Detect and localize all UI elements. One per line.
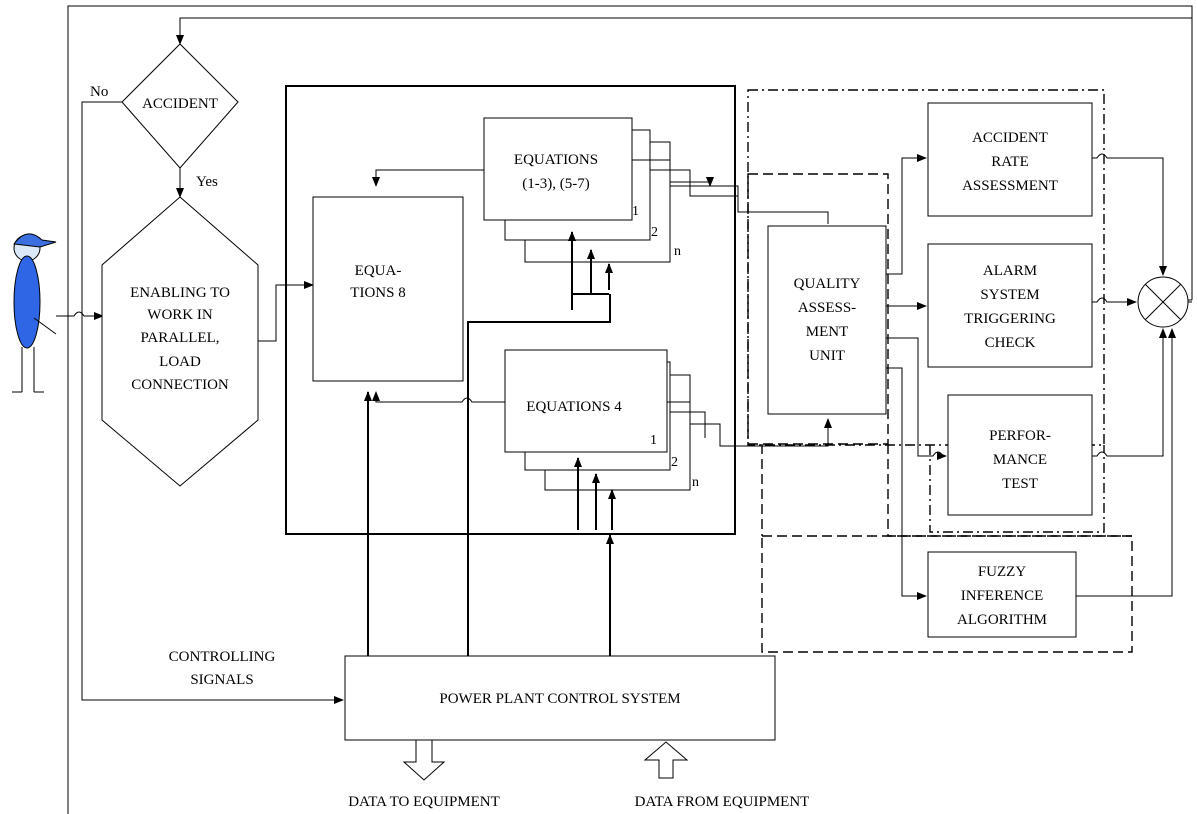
svg-text:PARALLEL,: PARALLEL, bbox=[140, 330, 219, 346]
summing-junction-icon bbox=[1138, 277, 1188, 327]
equations-a-layer-2: 2 bbox=[651, 225, 658, 240]
alarm-to-sum bbox=[1092, 298, 1136, 302]
svg-text:FUZZY: FUZZY bbox=[978, 564, 1027, 580]
qa-to-fuzzy bbox=[886, 368, 926, 596]
svg-text:ASSESS-: ASSESS- bbox=[798, 300, 856, 316]
svg-text:WORK IN: WORK IN bbox=[147, 307, 213, 323]
svg-text:INFERENCE: INFERENCE bbox=[961, 588, 1044, 604]
svg-text:EQUA-: EQUA- bbox=[355, 263, 402, 279]
data-from-equipment-arrow bbox=[645, 742, 687, 778]
controlling-signals-label: CONTROLLING SIGNALS bbox=[169, 649, 276, 688]
svg-text:ACCIDENT: ACCIDENT bbox=[972, 130, 1048, 146]
svg-text:SYSTEM: SYSTEM bbox=[980, 287, 1039, 303]
operator-icon bbox=[12, 234, 56, 392]
performance-to-sum bbox=[1092, 329, 1163, 456]
svg-text:ALARM: ALARM bbox=[983, 263, 1037, 279]
eq-a-to-eq8-line bbox=[376, 170, 484, 186]
qa-to-accident-rate bbox=[886, 158, 926, 274]
eq-b-to-eq8-line bbox=[376, 392, 505, 402]
svg-text:CONTROLLING: CONTROLLING bbox=[169, 649, 276, 665]
svg-text:TEST: TEST bbox=[1002, 476, 1038, 492]
no-label: No bbox=[90, 84, 108, 100]
svg-text:QUALITY: QUALITY bbox=[794, 276, 861, 292]
data-from-equipment-label: DATA FROM EQUIPMENT bbox=[635, 794, 810, 810]
svg-text:LOAD: LOAD bbox=[159, 354, 201, 370]
svg-text:CONNECTION: CONNECTION bbox=[131, 377, 229, 393]
quality-assessment-unit bbox=[768, 226, 886, 414]
top-return-line bbox=[180, 6, 1192, 22]
equations-a-layer-1: 1 bbox=[632, 204, 639, 219]
accident-rate-to-sum bbox=[1092, 154, 1163, 275]
equations-b-stack bbox=[505, 350, 690, 490]
svg-text:SIGNALS: SIGNALS bbox=[190, 672, 253, 688]
yes-label: Yes bbox=[196, 174, 218, 190]
svg-text:ALGORITHM: ALGORITHM bbox=[957, 612, 1047, 628]
equations-b-layer-n: n bbox=[692, 475, 699, 490]
svg-text:EQUATIONS: EQUATIONS bbox=[514, 152, 598, 168]
operator-to-enable-arrow bbox=[56, 312, 103, 316]
svg-text:MANCE: MANCE bbox=[993, 452, 1047, 468]
equations-b-layer-1: 1 bbox=[650, 433, 657, 448]
control-system-label: POWER PLANT CONTROL SYSTEM bbox=[439, 691, 680, 707]
svg-text:TRIGGERING: TRIGGERING bbox=[964, 311, 1056, 327]
svg-text:UNIT: UNIT bbox=[809, 348, 845, 364]
svg-text:ENABLING TO: ENABLING TO bbox=[130, 285, 230, 301]
svg-text:RATE: RATE bbox=[991, 154, 1029, 170]
equations-b-layer-2: 2 bbox=[671, 455, 678, 470]
svg-text:CHECK: CHECK bbox=[985, 335, 1036, 351]
data-to-equipment-arrow bbox=[404, 740, 444, 780]
data-to-equipment-label: DATA TO EQUIPMENT bbox=[348, 794, 500, 810]
svg-text:MENT: MENT bbox=[806, 324, 849, 340]
svg-text:ASSESSMENT: ASSESSMENT bbox=[962, 178, 1058, 194]
svg-text:TIONS 8: TIONS 8 bbox=[350, 285, 405, 301]
accident-label: ACCIDENT bbox=[142, 96, 218, 112]
equations-a-layer-n: n bbox=[674, 244, 681, 259]
svg-text:PERFOR-: PERFOR- bbox=[989, 428, 1051, 444]
svg-text:(1-3), (5-7): (1-3), (5-7) bbox=[522, 176, 589, 192]
equations-b-text: EQUATIONS 4 bbox=[526, 399, 622, 415]
